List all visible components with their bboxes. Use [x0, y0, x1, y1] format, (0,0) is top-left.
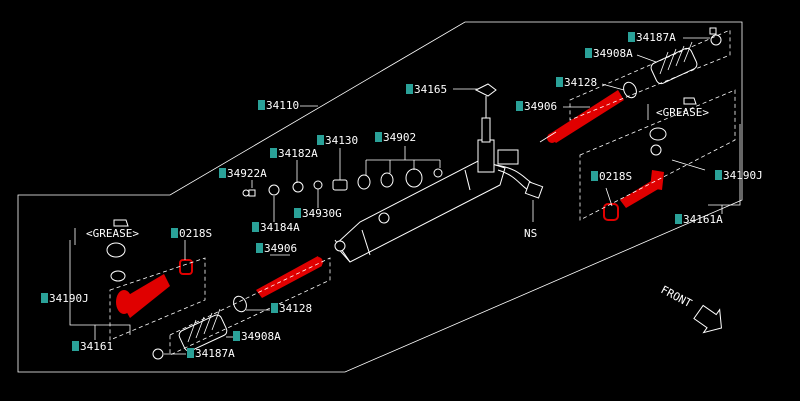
- label-34187A-top: 34187A: [636, 31, 676, 44]
- label-34930G: 34930G: [302, 207, 342, 220]
- boot-bottom: [178, 308, 228, 352]
- label-34190J-right: 34190J: [723, 169, 763, 182]
- label-34165: 34165: [414, 83, 447, 96]
- label-34130: 34130: [325, 134, 358, 147]
- label-34187A-bottom: 34187A: [195, 347, 235, 360]
- label-34906-bottom: 34906: [264, 242, 297, 255]
- boot-top: [650, 41, 698, 85]
- label-34161: 34161: [80, 340, 113, 353]
- rack-housing: [334, 83, 544, 263]
- clamp-34128-bottom: [233, 295, 247, 313]
- assembly-boundary: [17, 21, 743, 373]
- clamp-34187A-bottom: [152, 348, 164, 360]
- clamp-34187A-top: [709, 27, 722, 46]
- label-front: FRONT: [659, 283, 695, 310]
- label-tags: [41, 32, 722, 358]
- front-arrow-icon: [693, 304, 723, 334]
- label-34922A: 34922A: [227, 167, 267, 180]
- middle-parts-row: [242, 168, 443, 197]
- label-ns: NS: [524, 227, 537, 240]
- label-34190J-left: 34190J: [49, 292, 89, 305]
- label-34110: 34110: [266, 99, 299, 112]
- clamp-34128-top: [623, 81, 637, 99]
- inner-tie-rod-bottom: [256, 256, 323, 298]
- label-34182A: 34182A: [278, 147, 318, 160]
- label-34902: 34902: [383, 131, 416, 144]
- label-34908A-bottom: 34908A: [241, 330, 281, 343]
- label-34906-top: 34906: [524, 100, 557, 113]
- label-grease-left: <GREASE>: [86, 227, 139, 240]
- leader-lines: [69, 37, 741, 355]
- label-0218S-right: 0218S: [599, 170, 632, 183]
- label-34128-bottom: 34128: [279, 302, 312, 315]
- label-34908A-top: 34908A: [593, 47, 633, 60]
- label-grease-right: <GREASE>: [656, 106, 709, 119]
- label-0218S-left: 0218S: [179, 227, 212, 240]
- outer-tie-rod-end-left: [106, 219, 193, 318]
- outer-tie-rod-end-right: [603, 97, 697, 221]
- label-34128-top: 34128: [564, 76, 597, 89]
- label-34184A: 34184A: [260, 221, 300, 234]
- inner-tie-rod-top: [539, 90, 624, 143]
- label-34161A: 34161A: [683, 213, 723, 226]
